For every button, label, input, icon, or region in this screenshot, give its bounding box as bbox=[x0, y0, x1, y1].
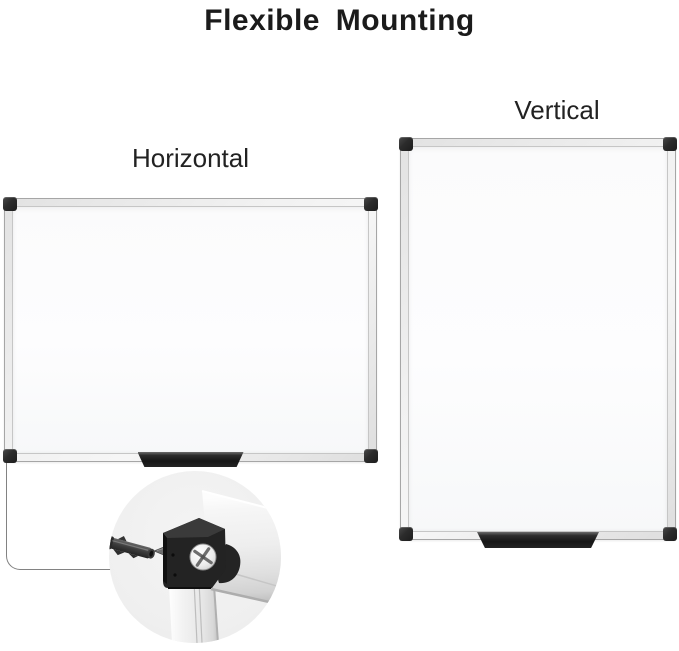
whiteboard-vertical bbox=[399, 137, 677, 548]
marker-tray bbox=[137, 452, 244, 467]
corner-cap-bottom-right bbox=[364, 449, 378, 463]
corner-cap-bottom-left bbox=[399, 527, 413, 541]
wall-anchor bbox=[109, 536, 155, 559]
corner-cap-top-left bbox=[3, 197, 17, 211]
corner-cap-top-right bbox=[663, 137, 677, 151]
corner-cap-top-right bbox=[364, 197, 378, 211]
horizontal-label: Horizontal bbox=[131, 143, 250, 173]
whiteboard-horizontal-surface bbox=[12, 206, 369, 454]
corner-cap-bottom-left bbox=[3, 449, 17, 463]
page-title: Flexible Mounting bbox=[204, 4, 475, 37]
corner-cap-bottom-right bbox=[663, 527, 677, 541]
whiteboard-horizontal bbox=[3, 197, 378, 467]
corner-mount-detail-callout bbox=[109, 471, 281, 643]
whiteboard-vertical-surface bbox=[408, 146, 668, 532]
phillips-screw bbox=[189, 543, 217, 571]
corner-cap-top-left bbox=[399, 137, 413, 151]
vertical-label: Vertical bbox=[514, 95, 600, 125]
callout-leader-line bbox=[6, 461, 111, 570]
marker-tray bbox=[477, 532, 599, 548]
